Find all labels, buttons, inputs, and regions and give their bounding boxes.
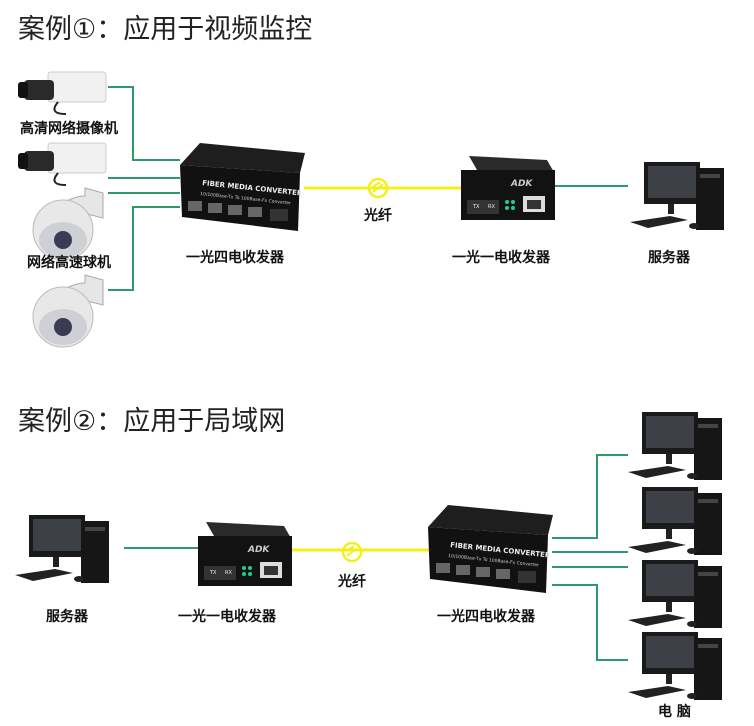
- converter-1port-icon: TX RX: [461, 156, 555, 220]
- pc-label: 电 脑: [658, 703, 691, 720]
- pc-icon: [628, 560, 722, 628]
- fiber-label: 光纤: [337, 573, 366, 590]
- converter-1port-icon: TX RX: [198, 522, 292, 586]
- converter-1port-label: 一光一电收发器: [178, 608, 277, 625]
- tx-port-label: TX: [209, 570, 217, 576]
- converter-4port-label: 一光四电收发器: [186, 249, 285, 266]
- server-icon: [15, 515, 109, 583]
- hd-camera-icon: [17, 142, 107, 186]
- fiber-label: 光纤: [363, 207, 392, 224]
- dome-camera-icon: [32, 187, 104, 261]
- server-label: 服务器: [648, 249, 691, 266]
- dome-camera-label: 网络高速球机: [27, 254, 111, 271]
- converter-1port-label: 一光一电收发器: [452, 249, 551, 266]
- fiber-icon: [341, 541, 363, 563]
- converter-4port-icon: FIBER MEDIA CONVERTER 10/100Base-Tx To 1…: [180, 143, 305, 231]
- case1-copper-links: [108, 86, 628, 291]
- pc-icon: [628, 412, 722, 480]
- server-label: 服务器: [46, 608, 89, 625]
- pc-icon: [628, 632, 722, 700]
- converter-4port-icon: FIBER MEDIA CONVERTER 10/100Base-Tx To 1…: [428, 505, 553, 593]
- case2-copper-links: [124, 454, 628, 661]
- pc-icon: [628, 487, 722, 555]
- case2-title: 案例②：应用于局域网: [18, 406, 285, 437]
- rx-port-label: RX: [225, 570, 232, 576]
- converter-4port-label: 一光四电收发器: [437, 608, 536, 625]
- dome-camera-icon: [32, 274, 104, 348]
- hd-camera-icon: [17, 71, 107, 115]
- case1-title: 案例①：应用于视频监控: [18, 14, 312, 45]
- rx-port-label: RX: [488, 204, 495, 210]
- tx-port-label: TX: [472, 204, 480, 210]
- server-icon: [630, 162, 724, 230]
- hd-camera-label: 高清网络摄像机: [20, 120, 118, 137]
